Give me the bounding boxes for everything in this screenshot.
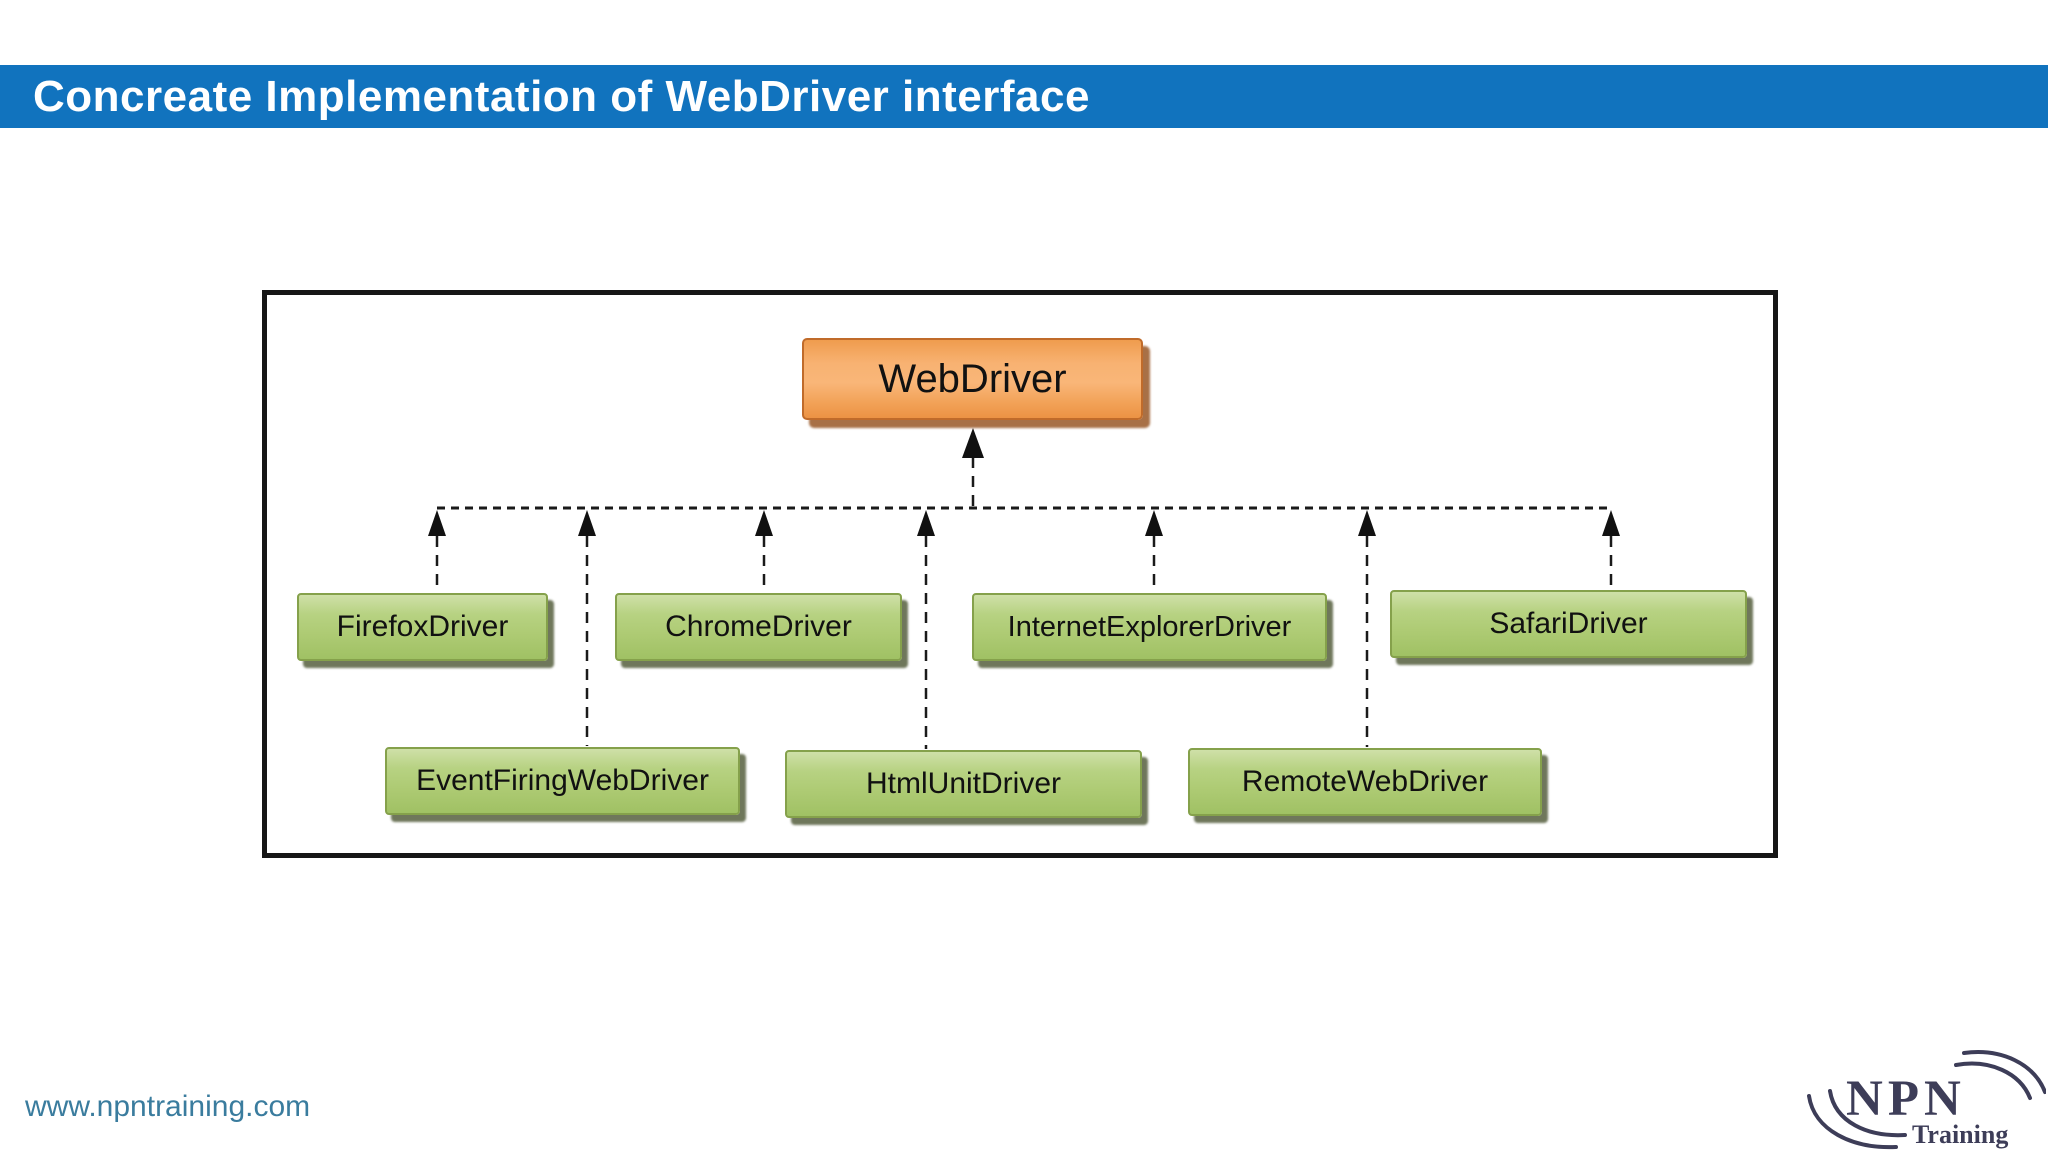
node-htmlunitdriver: HtmlUnitDriver <box>785 750 1142 818</box>
node-remotewebdriver-label: RemoteWebDriver <box>1241 765 1489 798</box>
node-webdriver-label: WebDriver <box>878 356 1067 401</box>
website-link[interactable]: www.npntraining.com <box>25 1090 311 1123</box>
logo-sub-text: Training <box>1912 1120 2008 1149</box>
node-webdriver: WebDriver <box>802 338 1143 420</box>
node-chromedriver: ChromeDriver <box>615 593 902 661</box>
node-safaridriver-label: SafariDriver <box>1489 607 1648 640</box>
title-bar: Concreate Implementation of WebDriver in… <box>0 65 2048 128</box>
node-firefoxdriver-label: FirefoxDriver <box>336 610 509 643</box>
logo-swoosh-icon <box>1807 1050 2046 1150</box>
logo-main-text: NPN <box>1846 1071 1966 1127</box>
page-title: Concreate Implementation of WebDriver in… <box>33 71 1090 121</box>
node-safaridriver: SafariDriver <box>1390 590 1747 658</box>
node-internetexplorerdriver-label: InternetExplorerDriver <box>1007 610 1292 643</box>
node-eventfiringwebdriver-label: EventFiringWebDriver <box>416 764 709 797</box>
node-chromedriver-label: ChromeDriver <box>665 610 852 643</box>
node-internetexplorerdriver: InternetExplorerDriver <box>972 593 1327 661</box>
node-firefoxdriver: FirefoxDriver <box>297 593 548 661</box>
node-eventfiringwebdriver: EventFiringWebDriver <box>385 747 740 815</box>
node-htmlunitdriver-label: HtmlUnitDriver <box>866 767 1061 800</box>
npn-training-logo: NPN Training <box>1807 1050 2046 1150</box>
node-remotewebdriver: RemoteWebDriver <box>1188 748 1542 816</box>
